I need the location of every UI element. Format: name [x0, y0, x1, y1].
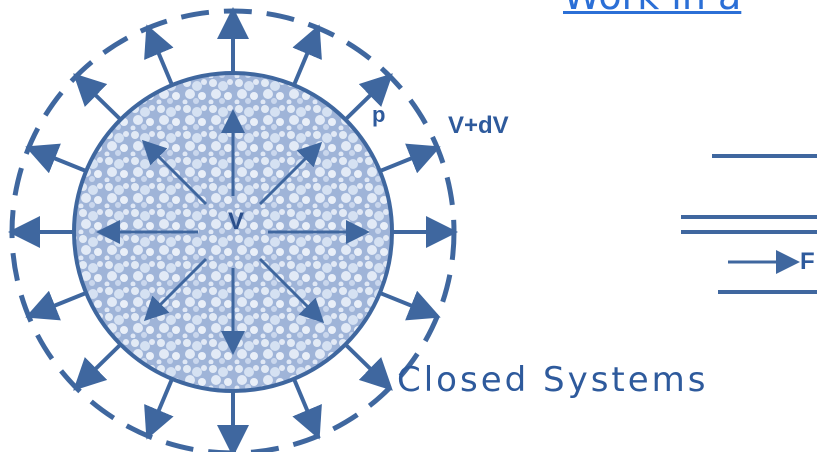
- arrow-icon: [25, 290, 87, 321]
- arrow-icon: [143, 257, 208, 322]
- force-label: F: [800, 248, 815, 275]
- inner-expansion-arrows: [96, 109, 370, 355]
- expanded-volume-label: V+dV: [448, 112, 509, 139]
- arrow-icon: [379, 290, 441, 321]
- work-title-link[interactable]: Work in a: [563, 0, 741, 18]
- arrow-icon: [344, 73, 393, 121]
- arrow-icon: [379, 143, 441, 174]
- arrow-icon: [144, 378, 174, 440]
- arrow-icon: [25, 143, 87, 174]
- arrow-icon: [292, 378, 322, 440]
- piston-cylinder-fragment: [681, 154, 817, 294]
- arrow-icon: [258, 257, 325, 324]
- closed-systems-caption: Closed Systems: [397, 360, 709, 400]
- arrow-icon: [258, 141, 323, 206]
- arrow-icon: [292, 24, 322, 86]
- volume-label: V: [228, 208, 245, 235]
- arrow-icon: [144, 24, 174, 86]
- outward-pressure-arrows: [8, 7, 458, 452]
- arrow-icon: [141, 139, 208, 206]
- arrow-icon: [73, 73, 122, 121]
- pressure-label: p: [372, 102, 386, 127]
- arrow-icon: [344, 343, 393, 391]
- arrow-icon: [73, 343, 122, 391]
